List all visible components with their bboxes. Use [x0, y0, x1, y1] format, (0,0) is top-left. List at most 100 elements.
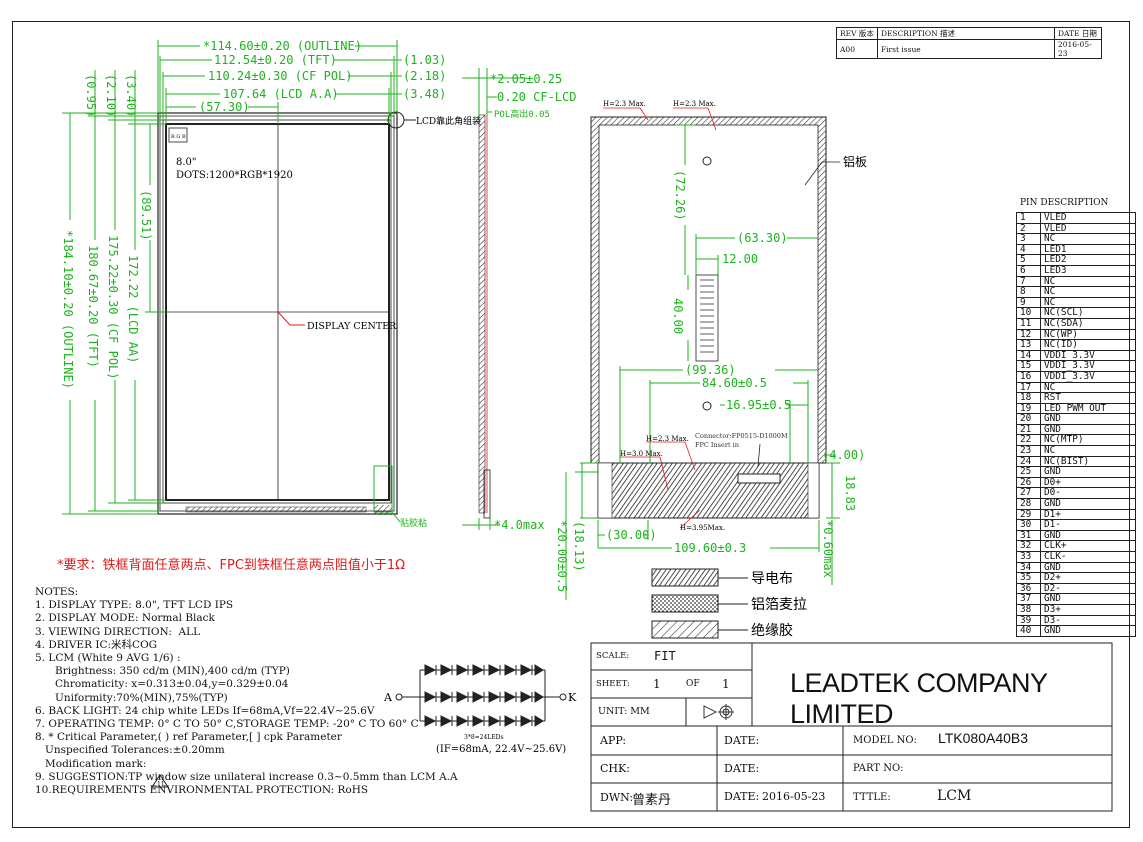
pin-number: 24	[1016, 455, 1041, 468]
tft-height-dim: 180.67±0.20 (TFT)	[86, 245, 100, 368]
pin-signal: D2-	[1040, 582, 1136, 595]
pin-signal: LED2	[1040, 254, 1136, 266]
pol-note: POL高出0.05	[494, 108, 550, 120]
back-view: H=2.3 Max. H=2.3 Max. H=2.3 Max. H=3.0 M…	[555, 100, 867, 600]
note-5: 5. LCM (White 9 AVG 1/6) :	[35, 652, 181, 665]
pin-signal: NC	[1040, 296, 1136, 309]
led-diodes	[424, 664, 544, 727]
thickness-dim: *2.05±0.25	[490, 72, 562, 86]
pin-description-title: PIN DESCRIPTION	[1020, 198, 1109, 208]
pin-number: 15	[1016, 360, 1041, 372]
d9936-dim: (99.36)	[685, 363, 736, 377]
legend-conductive-cloth: 导电布	[751, 571, 793, 587]
title-value: LCM	[937, 788, 972, 804]
aluminum-plate-label: 铝板	[843, 154, 867, 169]
note-6: 6. BACK LIGHT: 24 chip white LEDs If=68m…	[35, 704, 375, 717]
note-9: 9. SUGGESTION:TP window size unilateral …	[35, 770, 458, 783]
dwn-date-label: DATE:	[724, 790, 760, 803]
h395-note: H=3.95Max.	[680, 524, 725, 532]
pin-number: 25	[1016, 466, 1041, 478]
pin-number: 38	[1016, 603, 1041, 616]
pin-signal: NC	[1040, 233, 1136, 245]
pin-number: 4	[1016, 243, 1041, 256]
pin-signal: D3+	[1040, 603, 1136, 616]
pin-number: 18	[1016, 392, 1041, 404]
revision-table: REV 版本 DESCRIPTION 描述 DATE 日期 A00 First …	[836, 27, 1102, 59]
pin-number: 17	[1016, 381, 1041, 394]
pin-number: 8	[1016, 286, 1041, 298]
part-label: PART NO:	[853, 763, 904, 774]
pin-signal: NC	[1040, 381, 1136, 394]
d1813-dim: (18.13)	[572, 521, 586, 572]
lcd-aa-height-dim: 172.22 (LCD AA)	[126, 255, 140, 363]
note-10: 10.REQUIREMENTS ENVIRONMENTAL PROTECTION…	[35, 784, 369, 797]
pin-number: 23	[1016, 445, 1041, 457]
pin-number: 27	[1016, 487, 1041, 500]
outline-height-dim: *184.10±0.20 (OUTLINE)	[61, 230, 75, 389]
pin-number: 29	[1016, 508, 1041, 521]
projection-symbol-icon	[703, 704, 734, 720]
r218-dim: (2.18)	[403, 69, 446, 83]
pin-signal: NC	[1040, 445, 1136, 457]
pin-signal: GND	[1040, 529, 1136, 542]
pin-number: 21	[1016, 423, 1041, 436]
note-5-brightness: Brightness: 350 cd/m (MIN),400 cd/m (TYP…	[35, 665, 290, 678]
pin-signal: D3-	[1040, 614, 1136, 627]
half-height-dim: (89.51)	[139, 190, 153, 241]
pin-signal: NC(SCL)	[1040, 307, 1136, 319]
tape-note: 贴胶粘	[400, 517, 427, 529]
pin-signal: NC(WP)	[1040, 328, 1136, 341]
h23c-note: H=2.3 Max.	[646, 435, 689, 443]
pin-number: 11	[1016, 317, 1041, 330]
d6330-dim: (63.30)	[737, 231, 788, 245]
cathode-label: K	[568, 691, 577, 704]
app-label: APP:	[600, 734, 627, 747]
pin-number: 6	[1016, 264, 1041, 277]
pin-number: 28	[1016, 498, 1041, 510]
pin-signal: D0-	[1040, 487, 1136, 500]
note-3: 3. VIEWING DIRECTION: ALL	[35, 625, 201, 638]
model-value: LTK080A40B3	[938, 730, 1029, 746]
corner-note: LCD靠此角组装	[416, 115, 481, 127]
svg-text:11: 11	[157, 781, 165, 788]
pin-signal: D0+	[1040, 476, 1136, 489]
pin-signal: NC(BIST)	[1040, 455, 1136, 468]
display-center-label: DISPLAY CENTER	[307, 321, 397, 332]
pin-signal: NC(MTP)	[1040, 434, 1136, 447]
d4000-dim: 40.00	[671, 298, 685, 334]
rgb-label: R G B	[171, 134, 186, 140]
pin-number: 34	[1016, 561, 1041, 574]
chk-label: CHK:	[600, 762, 630, 775]
d7226-dim: (72.26)	[673, 170, 687, 221]
d400-dim: (4.00)	[822, 448, 865, 462]
cfpol-height-dim: 175.22±0.30 (CF POL)	[106, 235, 120, 380]
pin-signal: D1+	[1040, 508, 1136, 521]
pin-signal: GND	[1040, 593, 1136, 605]
pin-signal: GND	[1040, 466, 1136, 478]
d2000-dim: *20.00±0.5	[555, 520, 569, 592]
pin-number: 16	[1016, 370, 1041, 383]
pin-number: 9	[1016, 296, 1041, 309]
pin-signal: GND	[1040, 625, 1136, 637]
r348-dim: (3.48)	[403, 87, 446, 101]
dwn-label: DWN:	[600, 791, 634, 804]
chk-date-label: DATE:	[724, 762, 760, 775]
